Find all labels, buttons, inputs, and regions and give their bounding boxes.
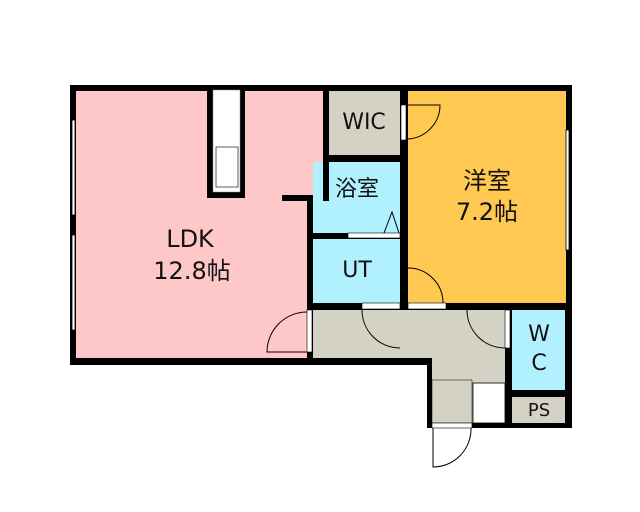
door-ut-swing[interactable] xyxy=(361,309,401,349)
window-left-2[interactable] xyxy=(71,234,76,331)
stub-wall xyxy=(282,195,313,201)
shoe-cabinet xyxy=(472,382,506,424)
room-wic xyxy=(329,91,400,155)
door-western-swing[interactable] xyxy=(407,267,444,304)
room-ldk xyxy=(76,91,307,358)
window-right[interactable] xyxy=(565,129,570,251)
wall-wc xyxy=(505,348,512,428)
wic-label: WIC xyxy=(342,110,386,135)
door-ut-opening[interactable] xyxy=(361,302,401,310)
wall-wic-ldk xyxy=(323,85,329,201)
door-ldk-opening[interactable] xyxy=(306,309,313,353)
bathroom-label: 浴室 xyxy=(335,177,379,202)
door-wc-opening[interactable] xyxy=(504,309,511,349)
toilet-label-w: W xyxy=(528,322,550,347)
room-western xyxy=(408,91,566,303)
window-left-1[interactable] xyxy=(71,119,76,216)
wall-wic-bath xyxy=(323,155,407,162)
door-wic-swing[interactable] xyxy=(405,104,441,140)
room-utility xyxy=(313,239,400,303)
entrance-door-opening[interactable] xyxy=(431,422,473,429)
door-bath-opening[interactable] xyxy=(347,232,401,239)
utility-label: UT xyxy=(342,258,372,283)
sink-icon xyxy=(215,146,239,188)
ldk-bottom-left xyxy=(307,352,313,365)
entrance-door-swing[interactable] xyxy=(432,427,472,468)
wall-wc-ps xyxy=(512,390,567,397)
wall-ldk-wet xyxy=(307,197,313,310)
door-western-opening[interactable] xyxy=(407,302,447,310)
wall-hall-top xyxy=(313,303,362,310)
toilet-label-c: C xyxy=(531,351,546,376)
bath-door-fold[interactable] xyxy=(383,210,400,234)
room-ps xyxy=(512,397,565,423)
western-room-size: 7.2帖 xyxy=(456,198,518,226)
room-toilet xyxy=(512,310,565,390)
entrance-step xyxy=(431,379,473,424)
wall-hall-top-2 xyxy=(446,303,572,310)
door-wic-opening[interactable] xyxy=(400,104,407,141)
ldk-size: 12.8帖 xyxy=(153,257,230,285)
hallway xyxy=(313,310,505,358)
western-room-label: 洋室 xyxy=(463,167,511,195)
wall-column-2 xyxy=(400,140,408,310)
ps-label: PS xyxy=(528,400,550,421)
ldk-label: LDK xyxy=(166,225,215,253)
wall-bath-ut xyxy=(313,233,348,239)
door-ldk-swing[interactable] xyxy=(266,311,308,353)
wall-column xyxy=(400,85,408,105)
door-wc-swing[interactable] xyxy=(466,309,506,349)
